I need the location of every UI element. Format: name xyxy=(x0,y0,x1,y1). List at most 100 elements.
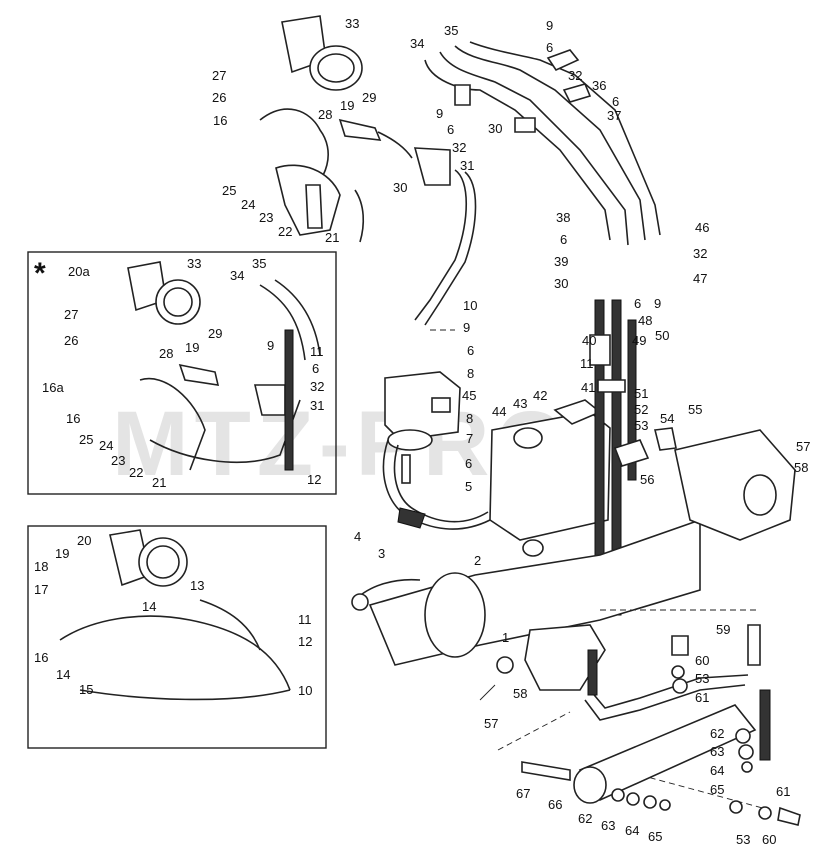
callout-c62b: 62 xyxy=(578,811,592,826)
callout-c37: 37 xyxy=(607,108,621,123)
callout-j14a: 14 xyxy=(142,599,156,614)
callout-i32: 32 xyxy=(310,379,324,394)
bracket-31 xyxy=(413,147,451,186)
callout-c65a: 65 xyxy=(710,782,724,797)
callout-i20a: 20a xyxy=(68,264,90,279)
callout-i34: 34 xyxy=(230,268,244,283)
callout-i26: 26 xyxy=(64,333,78,348)
callout-c32b: 32 xyxy=(568,68,582,83)
pump-assembly-top xyxy=(259,15,413,243)
callout-c11a: 11 xyxy=(580,356,594,371)
callout-i24: 24 xyxy=(99,438,113,453)
vertical-hoses xyxy=(589,299,677,616)
callout-i16a: 16a xyxy=(42,380,64,395)
callout-i11: 11 xyxy=(310,344,324,359)
callout-c6a: 6 xyxy=(447,122,454,137)
inset-marker: * xyxy=(34,257,46,290)
callout-j19: 19 xyxy=(55,546,69,561)
hydraulic-cylinder xyxy=(521,649,771,804)
callout-i35: 35 xyxy=(252,256,266,271)
callout-c8b: 8 xyxy=(466,411,473,426)
callout-c63a: 63 xyxy=(710,744,724,759)
callout-c6b: 6 xyxy=(546,40,553,55)
callout-c34a: 34 xyxy=(410,36,424,51)
callout-c19a: 19 xyxy=(340,98,354,113)
callout-c58a: 58 xyxy=(794,460,808,475)
inset-box-variant xyxy=(27,251,337,495)
rear-axle xyxy=(351,429,796,666)
callout-c5: 5 xyxy=(465,479,472,494)
callout-i6: 6 xyxy=(312,361,319,376)
inset2-pump xyxy=(59,529,291,701)
callout-i28: 28 xyxy=(159,346,173,361)
callout-j13: 13 xyxy=(190,578,204,593)
callout-c53c: 53 xyxy=(736,832,750,847)
callout-c60b: 60 xyxy=(762,832,776,847)
callout-c26a: 26 xyxy=(212,90,226,105)
inset-box-bottom xyxy=(27,525,327,749)
callout-c47: 47 xyxy=(693,271,707,286)
callout-i19: 19 xyxy=(185,340,199,355)
callout-c40: 40 xyxy=(582,333,596,348)
callout-c30a: 30 xyxy=(393,180,407,195)
callout-i12: 12 xyxy=(307,472,321,487)
callout-c48: 48 xyxy=(638,313,652,328)
callout-j17: 17 xyxy=(34,582,48,597)
callout-c28a: 28 xyxy=(318,107,332,122)
callout-j10: 10 xyxy=(298,683,312,698)
callout-j16: 16 xyxy=(34,650,48,665)
callout-c9d: 9 xyxy=(463,320,470,335)
callout-c45: 45 xyxy=(462,388,476,403)
callout-c50: 50 xyxy=(655,328,669,343)
callout-i21: 21 xyxy=(152,475,166,490)
callout-c4: 4 xyxy=(354,529,361,544)
callout-c39: 39 xyxy=(554,254,568,269)
hose-bundle xyxy=(424,41,661,246)
inset1-pump xyxy=(127,261,321,471)
callout-i29: 29 xyxy=(208,326,222,341)
callout-j11: 11 xyxy=(298,612,312,627)
callout-i31: 31 xyxy=(310,398,324,413)
callout-c63b: 63 xyxy=(601,818,615,833)
fitting-59 xyxy=(747,624,761,666)
callout-i16: 16 xyxy=(66,411,80,426)
callout-c30c: 30 xyxy=(554,276,568,291)
callout-c57a: 57 xyxy=(796,439,810,454)
callout-c53a: 53 xyxy=(634,418,648,433)
callout-c23a: 23 xyxy=(259,210,273,225)
callout-c51: 51 xyxy=(634,386,648,401)
callout-c36: 36 xyxy=(592,78,606,93)
callout-i27: 27 xyxy=(64,307,78,322)
callout-c61b: 61 xyxy=(776,784,790,799)
callout-c9c: 9 xyxy=(654,296,661,311)
callout-c52: 52 xyxy=(634,402,648,417)
callout-c32a: 32 xyxy=(452,140,466,155)
callout-j14b: 14 xyxy=(56,667,70,682)
filter-housing xyxy=(384,371,461,484)
callout-c22a: 22 xyxy=(278,224,292,239)
callout-c29a: 29 xyxy=(362,90,376,105)
callout-c42: 42 xyxy=(533,388,547,403)
callout-c31a: 31 xyxy=(460,158,474,173)
callout-c55: 55 xyxy=(688,402,702,417)
callout-c10a: 10 xyxy=(463,298,477,313)
bolt-60 xyxy=(671,635,689,656)
callout-c8a: 8 xyxy=(467,366,474,381)
callout-c6g: 6 xyxy=(465,456,472,471)
callout-c64b: 64 xyxy=(625,823,639,838)
callout-c9b: 9 xyxy=(546,18,553,33)
callout-c32c: 32 xyxy=(693,246,707,261)
callout-c25a: 25 xyxy=(222,183,236,198)
callout-i23: 23 xyxy=(111,453,125,468)
callout-c64a: 64 xyxy=(710,763,724,778)
callout-i22: 22 xyxy=(129,465,143,480)
callout-c1: 1 xyxy=(502,630,509,645)
callout-c49: 49 xyxy=(632,333,646,348)
callout-c60a: 60 xyxy=(695,653,709,668)
callout-c7: 7 xyxy=(466,431,473,446)
callout-c56: 56 xyxy=(640,472,654,487)
callout-c41: 41 xyxy=(581,380,595,395)
callout-c3: 3 xyxy=(378,546,385,561)
